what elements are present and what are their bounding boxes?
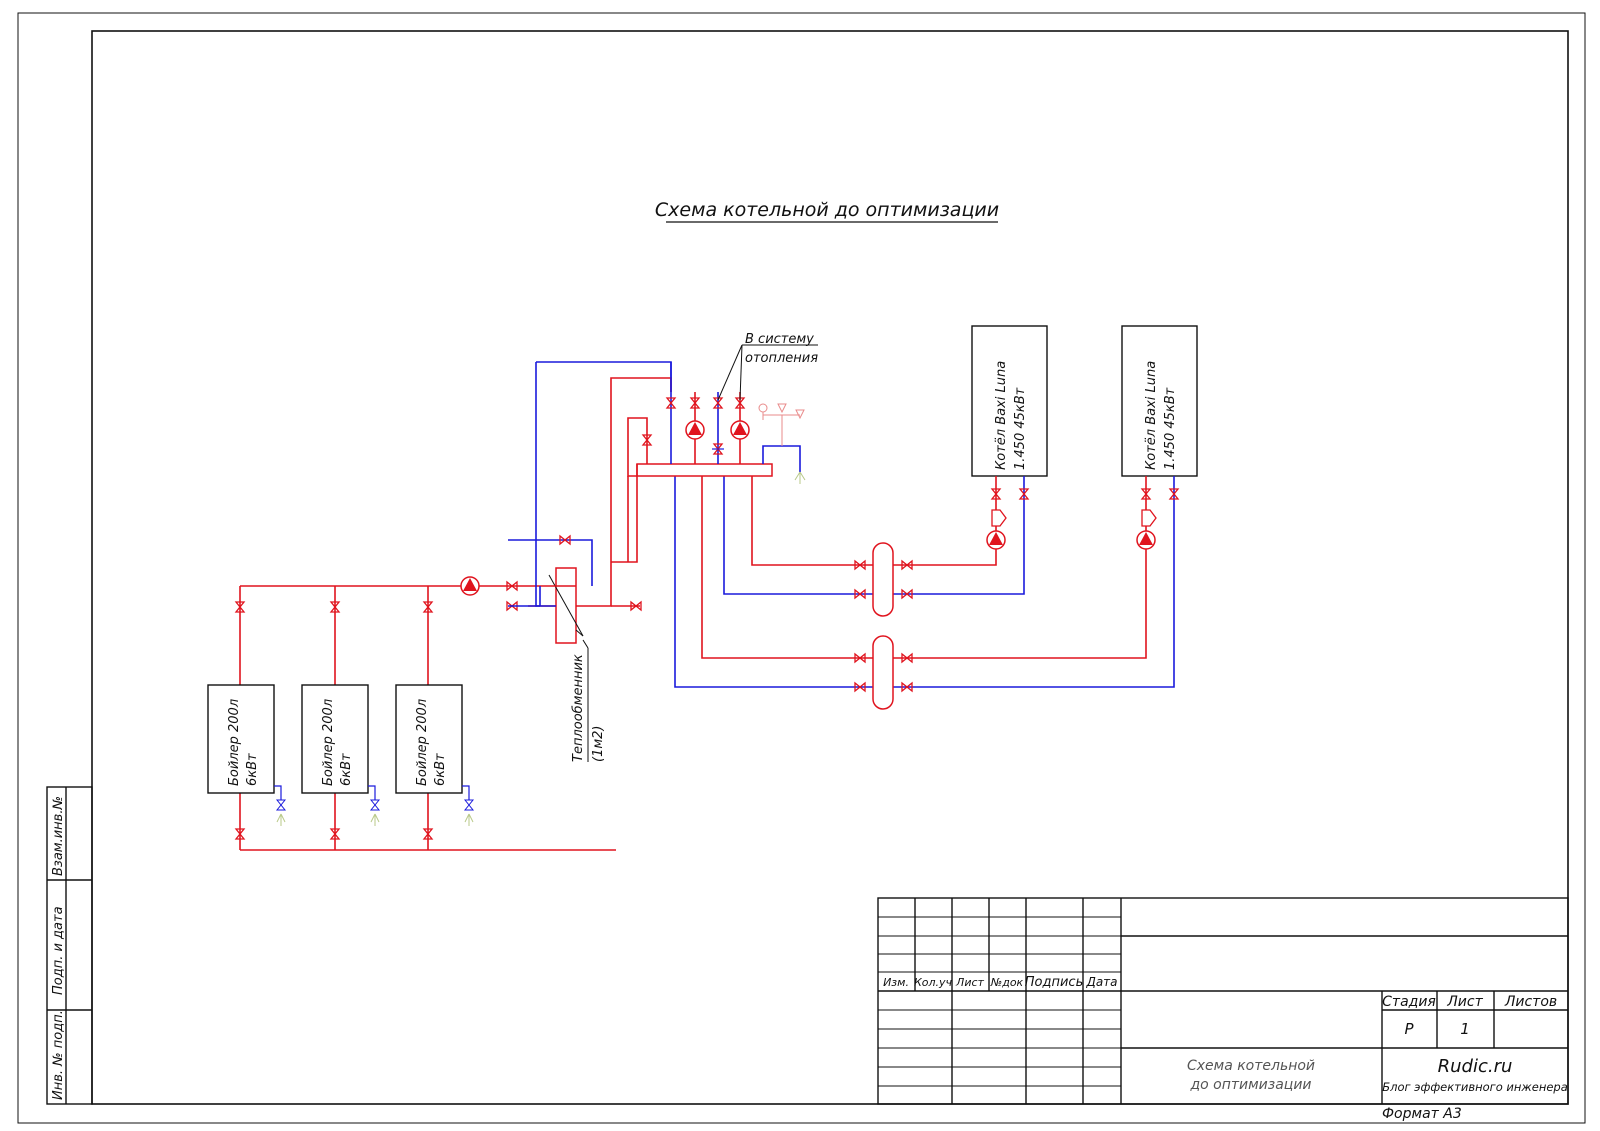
hydro-separator-2 [872, 635, 894, 710]
format-label: Формат А3 [1382, 1106, 1462, 1122]
header-change: Изм. [883, 976, 909, 989]
boiler-2: Котёл Baxi Luna 1.450 45кВт [1121, 325, 1198, 477]
sheet-label: Лист [1446, 994, 1483, 1010]
side-stamp-sign-date: Подп. и дата [51, 906, 66, 995]
tank-3-power: 6кВт [433, 753, 448, 786]
tank-2: Бойлер 200л 6кВт [301, 684, 381, 826]
exchanger-label: Теплообменник (1м2) [571, 639, 606, 763]
heating-label-leader [717, 344, 818, 401]
tank-1-name: Бойлер 200л [227, 699, 242, 786]
sheet-value: 1 [1460, 1020, 1470, 1038]
hydro-separator-1 [872, 542, 894, 617]
doc-title-line1: Схема котельной [1187, 1058, 1315, 1074]
heating-label-line2: отопления [745, 351, 818, 366]
tank-1-power: 6кВт [245, 753, 260, 786]
diagram-title: Схема котельной до оптимизации [655, 199, 999, 221]
tank-2-name: Бойлер 200л [321, 699, 336, 786]
safety-group [758, 403, 806, 484]
header-count: Кол.уч [914, 976, 953, 989]
boiler-1-model: 1.450 45кВт [1013, 387, 1028, 470]
org-subtitle: Блог эффективного инженера [1382, 1080, 1568, 1094]
header-date: Дата [1085, 975, 1117, 989]
heating-label-line1: В систему [745, 332, 814, 347]
title-block-rows [878, 916, 1121, 1087]
exchanger-piping [240, 361, 672, 611]
heating-circuit [666, 362, 750, 464]
title-block-grid [877, 897, 1569, 1105]
inner-border [91, 30, 1569, 1105]
side-stamp-replace: Взам.инв.№ [51, 796, 66, 876]
header-sheet: Лист [955, 976, 984, 989]
boiler-2-model: 1.450 45кВт [1163, 387, 1178, 470]
boiler-1: Котёл Baxi Luna 1.450 45кВт [971, 325, 1048, 477]
side-stamp-inv: Инв. № подп. [51, 1010, 66, 1100]
side-stamp [46, 786, 93, 1105]
header-signature: Подпись [1025, 975, 1083, 990]
tank-1: Бойлер 200л 6кВт [207, 684, 287, 826]
tank-3-name: Бойлер 200л [415, 699, 430, 786]
stage-value: Р [1404, 1020, 1414, 1038]
manifold [636, 463, 773, 477]
stage-label: Стадия [1382, 994, 1436, 1010]
tank-2-power: 6кВт [339, 753, 354, 786]
sheets-label: Листов [1504, 994, 1557, 1010]
exchanger-label-line2: (1м2) [591, 726, 606, 763]
outer-border [17, 12, 1586, 1124]
header-doc-no: №док [990, 976, 1024, 989]
boiler-2-name: Котёл Baxi Luna [1144, 361, 1159, 470]
tanks-piping [235, 586, 616, 851]
tank-3: Бойлер 200л 6кВт [395, 684, 475, 826]
boiler-2-piping [674, 476, 1179, 692]
org-name: Rudic.ru [1438, 1056, 1513, 1077]
boiler-1-name: Котёл Baxi Luna [994, 361, 1009, 470]
exchanger-label-line1: Теплообменник [571, 654, 586, 762]
doc-title-line2: до оптимизации [1189, 1077, 1311, 1093]
